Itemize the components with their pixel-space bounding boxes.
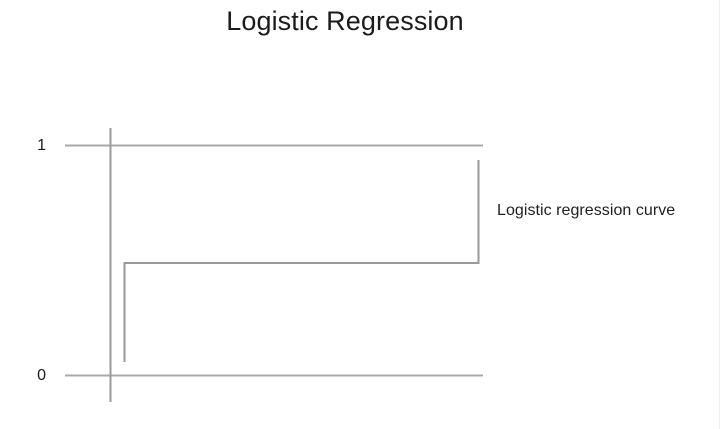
page-title: Logistic Regression [226,6,464,36]
curve-annotation-label: Logistic regression curve [497,202,676,219]
y-axis-tick-label-1: 1 [37,137,46,154]
y-axis-tick-label-0: 0 [37,367,46,384]
logistic-regression-curve [123,160,480,362]
